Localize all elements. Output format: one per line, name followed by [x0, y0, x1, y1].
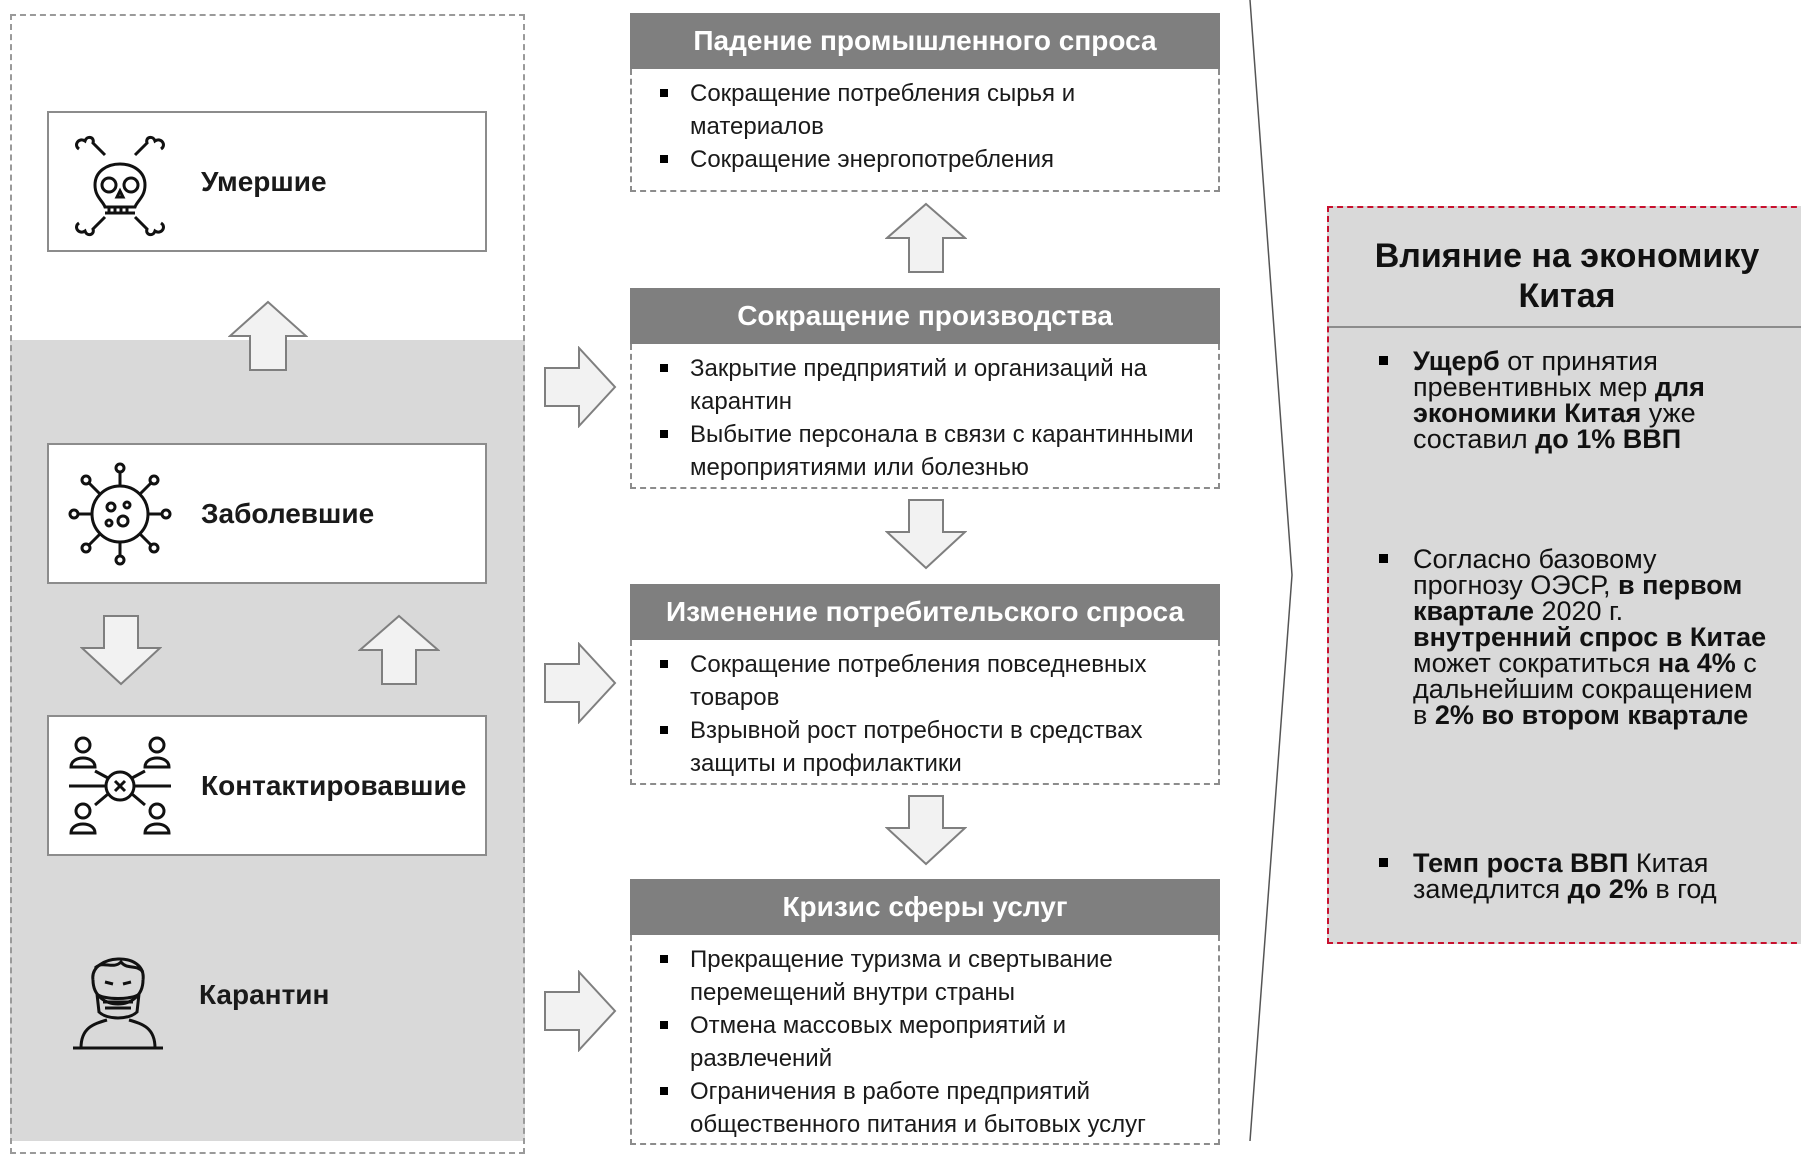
text-bold: внутренний спрос в Китае — [1413, 622, 1767, 652]
contacts-label: Контактировавшие — [201, 769, 467, 801]
text-bold: для экономики Китая — [1413, 372, 1705, 428]
card-contacts: Контактировавшие — [47, 715, 487, 856]
list-item: Сокращение потребления сырья и материало… — [658, 77, 1198, 143]
text: уже составил — [1413, 398, 1696, 454]
arrow-right-icon — [544, 642, 617, 724]
arrow-down-icon — [885, 499, 967, 570]
impact-title: Влияние на экономику Китая — [1374, 237, 1760, 315]
impact-panel: Влияние на экономику Китая Ущерб от прин… — [1327, 206, 1801, 944]
text: Китая замедлится — [1413, 848, 1709, 904]
text: от принятия превентивных мер — [1413, 346, 1658, 402]
text-bold: на 4% — [1657, 648, 1736, 678]
box-title: Изменение потребительского спроса — [630, 584, 1220, 640]
item-quarantine: Карантин — [47, 925, 487, 1065]
text-bold: 2% во втором квартале — [1434, 700, 1749, 730]
list-item: Ограничения в работе предприятий обществ… — [658, 1075, 1198, 1141]
impact-item: Ущерб от принятия превентивных мер для э… — [1379, 346, 1773, 454]
text-bold: до 2% — [1567, 874, 1648, 904]
box-body: Сокращение потребления сырья и материало… — [630, 69, 1220, 192]
text: с дальнейшим сокращением в — [1413, 648, 1757, 730]
box-title: Сокращение производства — [630, 288, 1220, 344]
impact-item: Согласно базовому прогнозу ОЭСР, в перво… — [1379, 544, 1773, 730]
dead-label: Умершие — [201, 165, 327, 197]
list-item: Выбытие персонала в связи с карантинными… — [658, 418, 1198, 484]
list-item: Сокращение энергопотребления — [658, 143, 1198, 176]
impact-item: Темп роста ВВП Китая замедлится до 2% в … — [1379, 848, 1773, 904]
sick-label: Заболевшие — [201, 497, 375, 529]
text-bold: до 1% ВВП — [1535, 424, 1682, 454]
list-item: Сокращение потребления повседневных това… — [658, 648, 1198, 714]
arrow-down-icon — [80, 615, 162, 686]
virus-icon — [65, 459, 175, 569]
divider — [1329, 326, 1801, 328]
text: Согласно базовому прогнозу ОЭСР, — [1413, 544, 1657, 600]
box-consumer-demand: Изменение потребительского спроса Сокращ… — [630, 584, 1220, 785]
box-services-crisis: Кризис сферы услуг Прекращение туризма и… — [630, 879, 1220, 1145]
arrow-right-icon — [544, 346, 617, 428]
text-bold: Темп роста ВВП — [1413, 848, 1629, 878]
text-bold: в первом квартале — [1413, 570, 1743, 626]
text-bold: Ущерб — [1413, 346, 1500, 376]
brace-line — [1249, 0, 1293, 1141]
list-item: Закрытие предприятий и организаций на ка… — [658, 352, 1198, 418]
list-item: Прекращение туризма и свертывание переме… — [658, 943, 1198, 1009]
arrow-up-icon — [358, 614, 440, 685]
list-item: Отмена массовых мероприятий и развлечени… — [658, 1009, 1198, 1075]
card-dead: Умершие — [47, 111, 487, 252]
contacts-network-icon — [65, 731, 175, 841]
box-body: Закрытие предприятий и организаций на ка… — [630, 344, 1220, 489]
box-title: Кризис сферы услуг — [630, 879, 1220, 935]
box-production-cut: Сокращение производства Закрытие предпри… — [630, 288, 1220, 489]
arrow-right-icon — [544, 970, 617, 1052]
text: в год — [1647, 874, 1717, 904]
arrow-down-icon — [885, 795, 967, 866]
card-sick: Заболевшие — [47, 443, 487, 584]
skull-icon — [65, 127, 175, 237]
arrow-up-icon — [885, 202, 967, 273]
list-item: Взрывной рост потребности в средствах за… — [658, 714, 1198, 780]
box-title: Падение промышленного спроса — [630, 13, 1220, 69]
quarantine-label: Карантин — [199, 979, 330, 1010]
box-body: Прекращение туризма и свертывание переме… — [630, 935, 1220, 1145]
box-body: Сокращение потребления повседневных това… — [630, 640, 1220, 785]
text: может сократиться — [1413, 648, 1658, 678]
masked-person-icon — [63, 940, 173, 1050]
box-industrial-demand: Падение промышленного спроса Сокращение … — [630, 13, 1220, 192]
text: 2020 г. — [1533, 596, 1624, 626]
arrow-up-icon — [228, 300, 308, 371]
